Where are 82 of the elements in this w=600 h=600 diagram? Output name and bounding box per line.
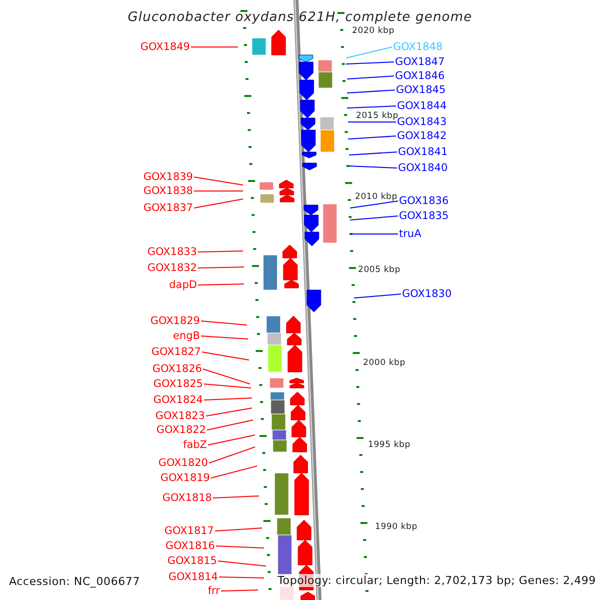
- leader-line: [194, 198, 244, 208]
- leader-line: [214, 528, 262, 532]
- gene-label: GOX1814: [168, 571, 218, 583]
- gene-label: GOX1823: [155, 410, 205, 422]
- gene-label: GOX1839: [143, 171, 193, 183]
- gene-label: GOX1825: [153, 378, 203, 390]
- leader-line: [346, 76, 394, 80]
- scale-label: 2005 kbp: [358, 266, 400, 275]
- gene-label: GOX1848: [393, 41, 443, 53]
- leader-line: [200, 336, 248, 340]
- leader-line: [202, 368, 250, 384]
- gene-label: GOX1841: [398, 146, 448, 158]
- leader-line: [216, 546, 264, 548]
- gene-label: GOX1826: [152, 363, 202, 375]
- leader-line: [348, 152, 398, 156]
- scale-label: 1990 kbp: [375, 523, 418, 532]
- leader-line: [190, 46, 238, 48]
- leader-line: [346, 106, 396, 108]
- gene-label: GOX1818: [162, 492, 212, 504]
- gene-label: dapD: [169, 279, 197, 291]
- leader-line: [210, 466, 258, 478]
- gene-label: GOX1830: [402, 288, 452, 300]
- leader-line: [202, 352, 250, 360]
- gene-label: truA: [399, 228, 422, 240]
- leader-line: [198, 284, 244, 286]
- leader-line: [350, 200, 398, 208]
- gene-label: GOX1847: [395, 56, 445, 68]
- gene-label: GOX1846: [395, 70, 445, 82]
- scale-label: 2020 kbp: [352, 27, 394, 36]
- leader-line: [218, 576, 264, 578]
- leader-line: [194, 176, 244, 186]
- leader-line: [208, 434, 256, 446]
- gene-label: GOX1836: [399, 195, 449, 207]
- leader-line: [198, 250, 244, 252]
- gene-label: GOX1824: [153, 394, 203, 406]
- leader-line: [206, 408, 252, 416]
- gene-label: GOX1829: [150, 315, 200, 327]
- gene-label: GOX1843: [397, 116, 447, 128]
- gene-label: GOX1833: [147, 246, 197, 258]
- gene-label: GOX1815: [167, 555, 217, 567]
- gene-label: GOX1842: [397, 130, 447, 142]
- leader-line: [204, 398, 252, 400]
- gene-label: GOX1827: [151, 346, 201, 358]
- leader-line: [350, 216, 398, 220]
- leader-line: [220, 590, 258, 592]
- gene-label: GOX1832: [147, 262, 197, 274]
- gene-label: GOX1816: [165, 540, 215, 552]
- genome-info-text: Topology: circular; Length: 2,702,173 bp; Genes: 2,499: [278, 574, 596, 587]
- leader-line: [354, 294, 402, 298]
- scale-label: 1995 kbp: [368, 441, 410, 450]
- leader-line: [346, 90, 396, 94]
- gene-label: GOX1817: [164, 525, 214, 537]
- leader-line: [346, 46, 392, 58]
- scale-label: 2015 kbp: [356, 112, 398, 121]
- gene-label: frr: [208, 585, 220, 597]
- leader-line: [194, 190, 244, 192]
- leader-line: [218, 560, 266, 566]
- scale-label: 2000 kbp: [363, 359, 406, 368]
- gene-label: engB: [173, 330, 200, 342]
- leader-line: [212, 496, 260, 498]
- leader-line: [348, 166, 398, 168]
- leader-line: [200, 320, 248, 326]
- leader-line: [208, 446, 256, 464]
- leader-line: [348, 136, 396, 140]
- gene-label: fabZ: [183, 439, 207, 451]
- accession-text: Accession: NC_006677: [9, 576, 140, 588]
- gene-label: GOX1838: [143, 185, 193, 197]
- leader-line: [204, 384, 252, 388]
- leader-line: [198, 266, 244, 268]
- leader-line: [346, 62, 394, 64]
- scale-label: 2010 kbp: [355, 193, 398, 202]
- leader-line: [206, 420, 254, 430]
- gene-label: GOX1840: [398, 162, 448, 174]
- title: Gluconobacter oxydans 621H, complete genome: [126, 10, 474, 26]
- gene-label: GOX1837: [143, 202, 193, 214]
- gene-label: GOX1820: [158, 457, 208, 469]
- gene-label: GOX1844: [397, 100, 447, 112]
- gene-label: GOX1849: [140, 41, 190, 53]
- gene-label: GOX1822: [156, 424, 206, 436]
- gene-label: GOX1819: [160, 472, 210, 484]
- gene-label: GOX1845: [396, 84, 446, 96]
- gene-label: GOX1835: [399, 210, 449, 222]
